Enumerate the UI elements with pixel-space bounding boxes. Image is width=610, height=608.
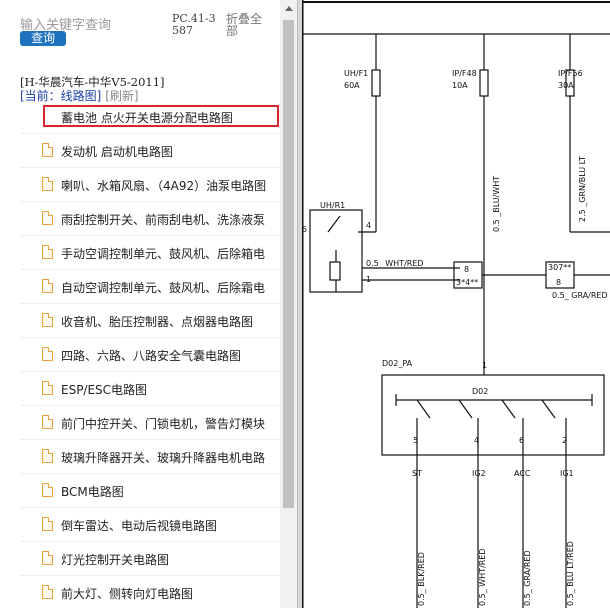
d02-pin2: 2 bbox=[562, 436, 567, 445]
refresh-link[interactable]: [刷新] bbox=[105, 89, 139, 103]
term-st: ST bbox=[412, 469, 422, 478]
list-item-label: 喇叭、水箱风扇、（4A92）油泵电路图 bbox=[61, 179, 267, 193]
list-item-label: 雨刮控制开关、前雨刮电机、洗涤液泵 bbox=[61, 213, 266, 227]
document-icon bbox=[42, 211, 53, 225]
d02-pin6: 6 bbox=[519, 436, 524, 445]
connector-8b: 8 bbox=[556, 278, 561, 287]
list-item-label: 蓄电池 点火开关电源分配电路图 bbox=[61, 111, 233, 125]
left-panel: 输入关键字查询 查询 PC.41-3587 折叠全部 [H-华晨汽车-中华V5-… bbox=[0, 0, 280, 608]
document-icon bbox=[42, 177, 53, 191]
list-item[interactable]: 前大灯、侧转向灯电路图 bbox=[20, 576, 280, 608]
scrollbar-thumb[interactable] bbox=[283, 20, 294, 508]
wire-blu-wht: 0.5 _BLU/WHT bbox=[492, 176, 501, 232]
document-icon bbox=[42, 245, 53, 259]
connector-8: 8 bbox=[464, 265, 469, 274]
list-item-label: 自动空调控制单元、鼓风机、后除霜电 bbox=[61, 281, 266, 295]
d02-pin5: 5 bbox=[413, 436, 418, 445]
relay-pin4: 4 bbox=[366, 221, 371, 230]
vehicle-model: [H-华晨汽车-中华V5-2011] bbox=[20, 75, 165, 89]
document-icon bbox=[42, 143, 53, 157]
d02-label: D02 bbox=[472, 387, 488, 396]
list-item[interactable]: 灯光控制开关电路图 bbox=[20, 542, 280, 576]
list-item-label: 手动空调控制单元、鼓风机、后除箱电 bbox=[61, 247, 266, 261]
fuse1-amp: 60A bbox=[344, 81, 360, 90]
fuse2-amp: 10A bbox=[452, 81, 468, 90]
fuse3-amp: 30A bbox=[558, 81, 574, 90]
document-code: PC.41-3587 bbox=[172, 12, 216, 37]
list-item[interactable]: 倒车雷达、电动后视镜电路图 bbox=[20, 508, 280, 542]
list-item[interactable]: 雨刮控制开关、前雨刮电机、洗涤液泵 bbox=[20, 202, 280, 236]
wire-blk-red: 0.5_ BLK/RED bbox=[417, 552, 426, 606]
search-button[interactable]: 查询 bbox=[20, 31, 66, 46]
list-item[interactable]: 四路、六路、八路安全气囊电路图 bbox=[20, 338, 280, 372]
term-ig1: IG1 bbox=[560, 469, 574, 478]
list-item-label: ESP/ESC电路图 bbox=[61, 383, 148, 397]
scroll-up-icon[interactable] bbox=[285, 6, 293, 11]
wire-gra-red-2: 0.5_ GRA/RED bbox=[523, 550, 532, 606]
document-icon bbox=[42, 585, 53, 599]
current-label: [当前：线路图] bbox=[20, 89, 102, 103]
list-item-label: 玻璃升降器开关、玻璃升降器电机电路 bbox=[61, 451, 266, 465]
list-item[interactable]: 喇叭、水箱风扇、（4A92）油泵电路图 bbox=[20, 168, 280, 202]
relay-label: UH/R1 bbox=[320, 201, 345, 210]
list-item[interactable]: BCM电路图 bbox=[20, 474, 280, 508]
connector-3: 3*4** bbox=[456, 278, 478, 287]
list-item[interactable]: 发动机 启动机电路图 bbox=[20, 134, 280, 168]
document-icon bbox=[42, 381, 53, 395]
d02-pin1: 1 bbox=[482, 361, 487, 370]
list-item[interactable]: 自动空调控制单元、鼓风机、后除霜电 bbox=[20, 270, 280, 304]
wire-blu-lt-red: 0.5_ BLU LT/RED bbox=[566, 541, 575, 606]
fuse1-label: UH/F1 bbox=[344, 69, 368, 78]
wire-grn-blu: 2.5 _GRN/BLU LT bbox=[578, 156, 587, 222]
wire-wht-red: 0.5_ WHT/RED bbox=[366, 259, 424, 268]
document-icon bbox=[42, 347, 53, 361]
list-item[interactable]: 蓄电池 点火开关电源分配电路图 bbox=[20, 100, 280, 134]
list-item-label: 发动机 启动机电路图 bbox=[61, 145, 173, 159]
list-item[interactable]: 前门中控开关、门锁电机，警告灯模块 bbox=[20, 406, 280, 440]
selection-highlight bbox=[43, 105, 279, 127]
list-item[interactable]: 玻璃升降器开关、玻璃升降器电机电路 bbox=[20, 440, 280, 474]
list-item-label: 前大灯、侧转向灯电路图 bbox=[61, 587, 194, 601]
collapse-all-button[interactable]: 折叠全部 bbox=[226, 12, 263, 38]
search-input[interactable]: 输入关键字查询 bbox=[20, 18, 112, 33]
wiring-diagram: UH/F1 60A IP/F48 10A IP/F56 30A UH/R1 4 … bbox=[302, 0, 610, 608]
d02-pa-label: D02_PA bbox=[382, 359, 413, 368]
list-item-label: BCM电路图 bbox=[61, 485, 124, 499]
splitter[interactable] bbox=[297, 0, 302, 608]
term-acc: ACC bbox=[514, 469, 531, 478]
relay-pin5: 5 bbox=[302, 225, 307, 234]
list-item-label: 灯光控制开关电路图 bbox=[61, 553, 170, 567]
list-item[interactable]: 收音机、胎压控制器、点烟器电路图 bbox=[20, 304, 280, 338]
document-icon bbox=[42, 313, 53, 327]
wire-gra-red: 0.5_ GRA/RED bbox=[552, 291, 608, 300]
document-icon bbox=[42, 551, 53, 565]
list-item-label: 倒车雷达、电动后视镜电路图 bbox=[61, 519, 218, 533]
document-icon bbox=[42, 483, 53, 497]
scrollbar[interactable] bbox=[280, 0, 297, 608]
list-item-label: 四路、六路、八路安全气囊电路图 bbox=[61, 349, 242, 363]
term-ig2: IG2 bbox=[472, 469, 486, 478]
diagram-list: 蓄电池 点火开关电源分配电路图发动机 启动机电路图喇叭、水箱风扇、（4A92）油… bbox=[20, 100, 280, 608]
list-item-label: 收音机、胎压控制器、点烟器电路图 bbox=[61, 315, 254, 329]
relay-pin1: 1 bbox=[366, 275, 371, 284]
list-item[interactable]: 手动空调控制单元、鼓风机、后除箱电 bbox=[20, 236, 280, 270]
fuse3-label: IP/F56 bbox=[558, 69, 583, 78]
connector-307: 307** bbox=[548, 263, 571, 272]
fuse2-label: IP/F48 bbox=[452, 69, 477, 78]
list-item-label: 前门中控开关、门锁电机，警告灯模块 bbox=[61, 417, 266, 431]
current-location: [当前：线路图] [刷新] bbox=[20, 87, 139, 104]
d02-pin4: 4 bbox=[474, 436, 479, 445]
wire-wht-red-2: 0.5_ WHT/RED bbox=[478, 548, 487, 606]
list-item[interactable]: ESP/ESC电路图 bbox=[20, 372, 280, 406]
document-icon bbox=[42, 279, 53, 293]
document-icon bbox=[42, 449, 53, 463]
document-icon bbox=[42, 517, 53, 531]
document-icon bbox=[42, 415, 53, 429]
